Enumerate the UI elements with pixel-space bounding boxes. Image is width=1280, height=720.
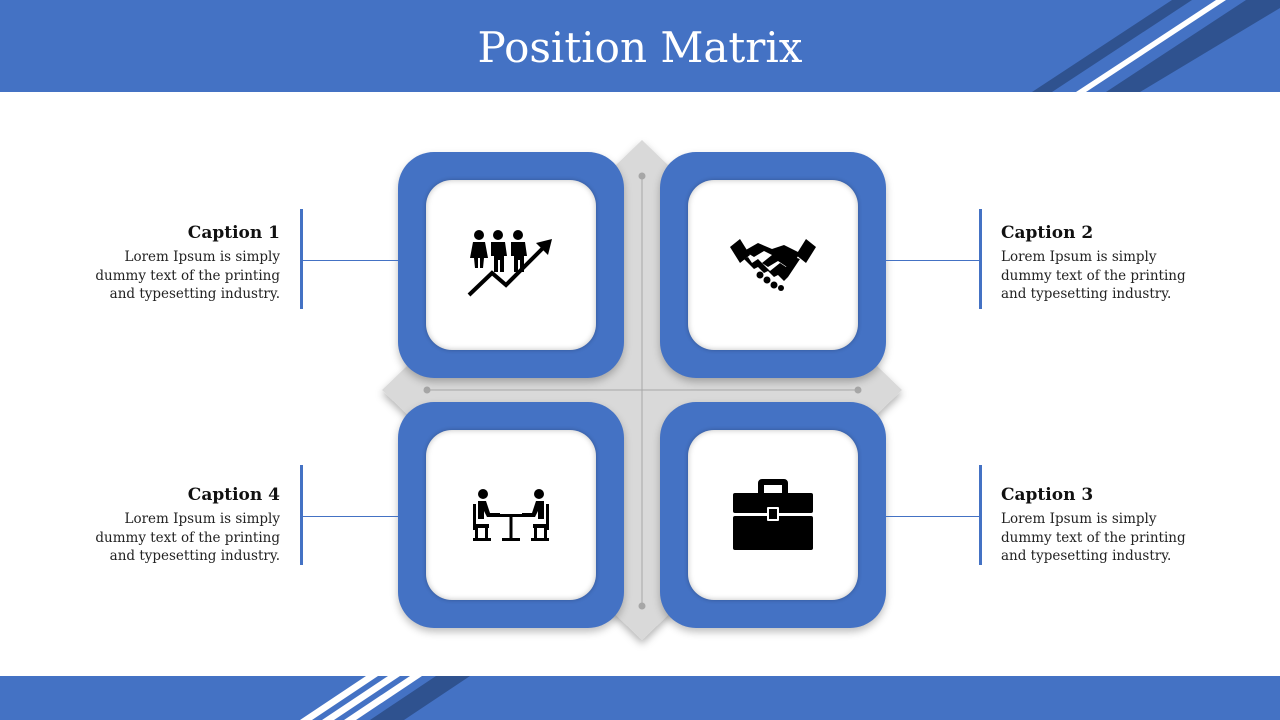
caption-3-text: Lorem Ipsum is simply dummy text of the … xyxy=(1001,511,1186,564)
briefcase-icon xyxy=(733,479,813,550)
caption-2-text: Lorem Ipsum is simply dummy text of the … xyxy=(1001,249,1186,302)
header-stripes xyxy=(1032,0,1280,92)
caption-2: Caption 2 Lorem Ipsum is simply dummy te… xyxy=(1001,222,1201,304)
tile-1 xyxy=(398,152,624,378)
connector-1 xyxy=(302,260,398,261)
tile-2 xyxy=(660,152,886,378)
header-banner: Position Matrix xyxy=(0,0,1280,92)
caption-1-text: Lorem Ipsum is simply dummy text of the … xyxy=(95,249,280,302)
meeting-icon xyxy=(473,489,549,541)
tile-2-inner xyxy=(688,180,858,350)
caption-4-bar xyxy=(300,465,303,565)
caption-3-title: Caption 3 xyxy=(1001,485,1094,505)
caption-4-text: Lorem Ipsum is simply dummy text of the … xyxy=(95,511,280,564)
tile-4 xyxy=(398,402,624,628)
footer-banner xyxy=(0,676,1280,720)
tile-4-inner xyxy=(426,430,596,600)
caption-2-title: Caption 2 xyxy=(1001,223,1094,243)
caption-1-bar xyxy=(300,209,303,309)
caption-2-bar xyxy=(979,209,982,309)
caption-4-title: Caption 4 xyxy=(187,485,280,505)
caption-3-bar xyxy=(979,465,982,565)
page-title: Position Matrix xyxy=(477,23,803,72)
connector-4 xyxy=(302,516,398,517)
connector-3 xyxy=(886,516,982,517)
footer-stripes xyxy=(300,676,470,720)
caption-3: Caption 3 Lorem Ipsum is simply dummy te… xyxy=(1001,484,1201,566)
tile-3 xyxy=(660,402,886,628)
team-growth-icon xyxy=(467,230,552,297)
tile-3-inner xyxy=(688,430,858,600)
handshake-icon xyxy=(730,239,816,291)
caption-1: Caption 1 Lorem Ipsum is simply dummy te… xyxy=(80,222,280,304)
caption-4: Caption 4 Lorem Ipsum is simply dummy te… xyxy=(80,484,280,566)
tile-1-inner xyxy=(426,180,596,350)
connector-2 xyxy=(886,260,982,261)
caption-1-title: Caption 1 xyxy=(187,223,280,243)
